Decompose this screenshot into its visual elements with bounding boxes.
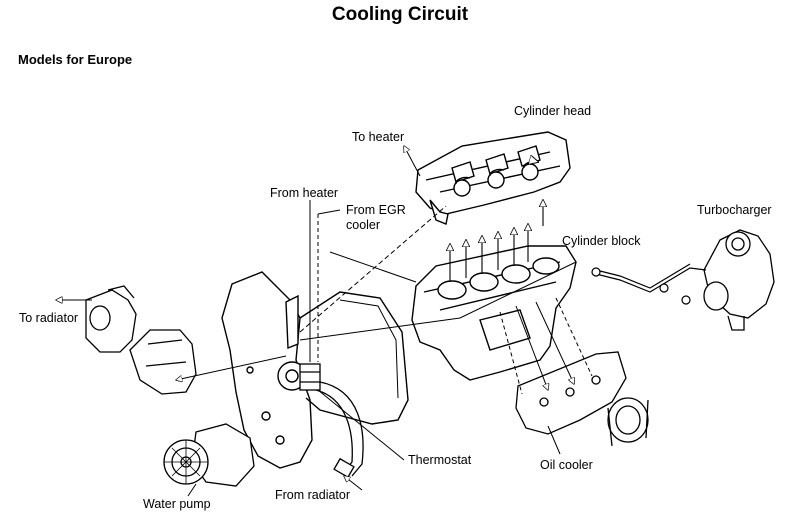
label-turbocharger: Turbocharger xyxy=(697,203,772,217)
water-outlet-part xyxy=(85,285,137,353)
water-pump-part xyxy=(163,423,255,487)
coolant-flow-lines xyxy=(56,146,593,497)
cylinder-block-part xyxy=(411,245,577,381)
label-to-heater: To heater xyxy=(352,130,405,144)
radiator-hose xyxy=(315,381,364,479)
cylinder-head-part xyxy=(415,131,571,225)
turbo-water-pipe xyxy=(591,263,707,305)
page-subtitle: Models for Europe xyxy=(18,52,133,67)
coolant-flow-arrows-up xyxy=(450,200,543,282)
turbocharger-part xyxy=(703,229,775,331)
label-from-egr-cooler-line1: From EGR xyxy=(346,203,406,217)
label-from-radiator: From radiator xyxy=(275,488,351,502)
label-water-pump: Water pump xyxy=(143,497,211,511)
water-inlet-housing-part xyxy=(129,329,197,395)
thermostat-part xyxy=(299,363,321,391)
oil-cooler-part xyxy=(515,351,649,447)
front-cover-part xyxy=(221,271,409,469)
page-title: Cooling Circuit xyxy=(331,4,469,25)
label-to-radiator: To radiator xyxy=(19,311,79,325)
label-from-egr-cooler-line2: cooler xyxy=(346,218,381,232)
label-cylinder-head: Cylinder head xyxy=(514,104,592,118)
label-cylinder-block: Cylinder block xyxy=(562,234,641,248)
label-oil-cooler: Oil cooler xyxy=(540,458,593,472)
label-thermostat: Thermostat xyxy=(408,453,472,467)
label-from-heater: From heater xyxy=(270,186,339,200)
